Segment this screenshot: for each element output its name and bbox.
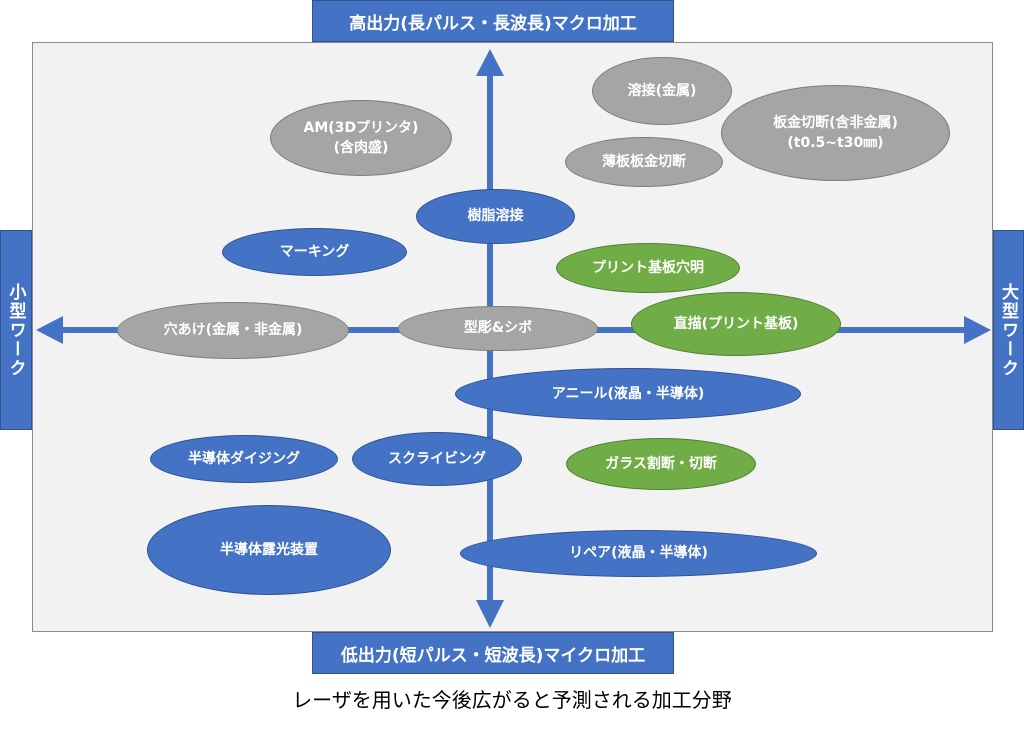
axis-label-right: 大型ワーク [993, 230, 1024, 430]
node-label: 板金切断(含非金属) [773, 114, 898, 131]
node-resin-welding: 樹脂溶接 [416, 189, 575, 244]
node-glass-cutting: ガラス割断・切断 [566, 438, 756, 490]
node-mold-texture: 型彫&シボ [398, 306, 598, 351]
node-exposure: 半導体露光装置 [147, 505, 391, 595]
node-label: ガラス割断・切断 [605, 455, 717, 472]
node-pcb-drilling: プリント基板穴明 [556, 243, 740, 293]
node-label: アニール(液晶・半導体) [551, 385, 705, 402]
node-label: 半導体露光装置 [220, 541, 318, 558]
node-label: 溶接(金属) [627, 82, 697, 99]
node-hole-drilling: 穴あけ(金属・非金属) [117, 302, 349, 359]
node-label: (t0.5~t30㎜) [787, 135, 884, 151]
arrow-right-icon [964, 316, 991, 344]
node-label: 樹脂溶接 [467, 208, 524, 225]
axis-label-top: 高出力(長パルス・長波長)マクロ加工 [312, 0, 674, 42]
node-label: マーキング [279, 243, 350, 260]
node-sheet-metal-cutting: 板金切断(含非金属) (t0.5~t30㎜) [721, 85, 950, 181]
node-dicing: 半導体ダイジング [150, 435, 338, 483]
node-label: 薄板板金切断 [602, 153, 686, 170]
axis-label-left: 小型ワーク [0, 230, 32, 430]
node-direct-drawing: 直描(プリント基板) [631, 292, 841, 356]
axis-label-bottom: 低出力(短パルス・短波長)マイクロ加工 [312, 632, 674, 674]
node-label: リペア(液晶・半導体) [569, 545, 708, 562]
node-label: プリント基板穴明 [592, 259, 704, 276]
node-label: 穴あけ(金属・非金属) [163, 322, 303, 339]
diagram-caption: レーザを用いた今後広がると予測される加工分野 [292, 688, 732, 712]
node-thin-sheet-cutting: 薄板板金切断 [565, 137, 723, 187]
arrow-up-icon [476, 49, 504, 76]
node-label: (含肉盛) [333, 140, 389, 156]
node-am: AM(3Dプリンタ) (含肉盛) [270, 100, 452, 176]
node-label: 直描(プリント基板) [673, 315, 799, 332]
node-scribing: スクライビング [352, 432, 522, 486]
arrow-down-icon [476, 600, 504, 628]
node-annealing: アニール(液晶・半導体) [455, 368, 801, 420]
arrow-left-icon [36, 316, 63, 344]
node-label: スクライビング [388, 450, 486, 467]
node-repair: リペア(液晶・半導体) [460, 530, 817, 577]
node-label: AM(3Dプリンタ) [303, 119, 419, 136]
node-label: 半導体ダイジング [188, 450, 300, 467]
node-label: 型彫&シボ [463, 320, 533, 337]
node-welding-metal: 溶接(金属) [592, 57, 732, 125]
node-marking: マーキング [222, 228, 407, 276]
